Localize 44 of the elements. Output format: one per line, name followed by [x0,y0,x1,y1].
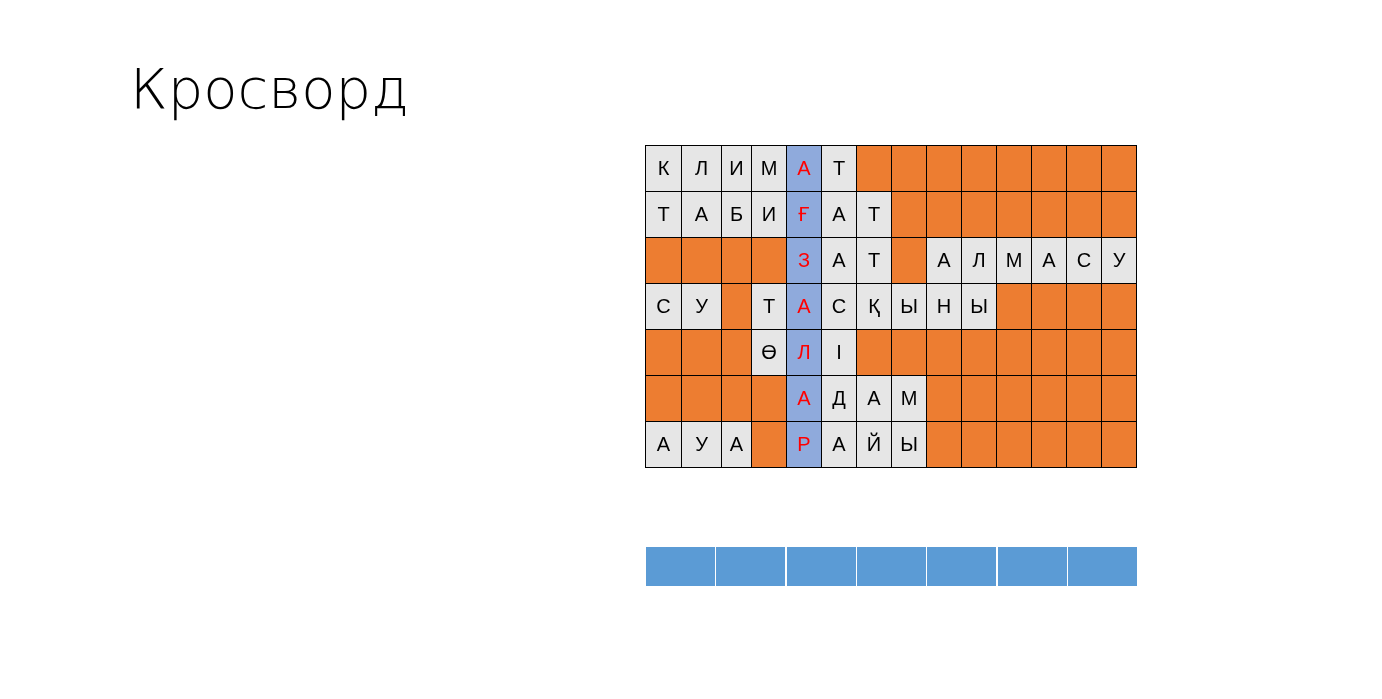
crossword-letter: У [1101,237,1137,284]
crossword-letter: Л [961,237,997,284]
keyword-letter: А [786,145,822,192]
crossword-letter: Т [645,191,682,238]
crossword-letter: Т [856,191,892,238]
crossword-letter: С [821,283,857,330]
crossword-letter: Л [681,145,722,192]
crossword-letter: Ө [751,329,787,376]
crossword-letter: С [645,283,682,330]
crossword-letter: А [821,421,857,468]
crossword-letter: Ы [891,283,927,330]
keyword-letter: Р [786,421,822,468]
crossword-letter: Т [751,283,787,330]
crossword-letter: А [926,237,962,284]
crossword-letter: Й [856,421,892,468]
crossword-letter: К [645,145,682,192]
crossword-letter: М [996,237,1032,284]
crossword-letter: А [1031,237,1067,284]
crossword-letter: С [1066,237,1102,284]
keyword-letter: Л [786,329,822,376]
slide-title: Кросворд [130,56,409,121]
crossword-letter: А [721,421,752,468]
crossword-letter: Д [821,375,857,422]
crossword-letter: А [645,421,682,468]
keyword-letter: А [786,375,822,422]
crossword-letter: Ы [891,421,927,468]
keyword-letter: Ғ [786,191,822,238]
crossword-letter: М [891,375,927,422]
keyword-letter: З [786,237,822,284]
crossword-letter: У [681,283,722,330]
crossword-letter: Қ [856,283,892,330]
crossword-letter: А [681,191,722,238]
crossword-letter: Н [926,283,962,330]
crossword-letter: У [681,421,722,468]
crossword-letter: И [751,191,787,238]
crossword-letter: І [821,329,857,376]
crossword-letter: А [856,375,892,422]
crossword-letter: М [751,145,787,192]
crossword-letter: А [821,191,857,238]
crossword-letter: Ы [961,283,997,330]
crossword-letter: А [821,237,857,284]
crossword-letter: Т [821,145,857,192]
keyword-letter: А [786,283,822,330]
crossword-letter: Т [856,237,892,284]
